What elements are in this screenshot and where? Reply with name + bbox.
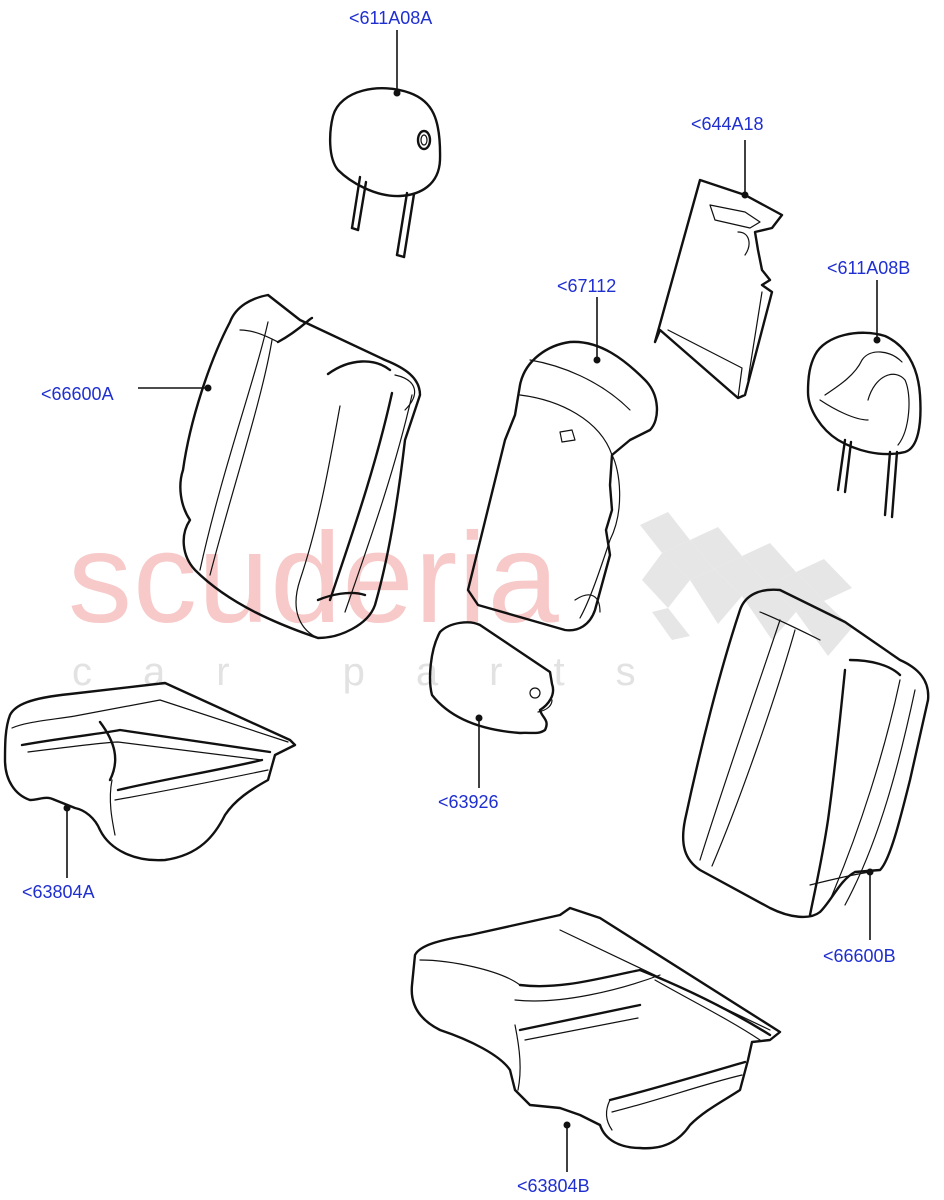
panel-drawing (653, 178, 784, 400)
headrest-b-drawing (806, 331, 922, 519)
armrest-top-drawing (466, 340, 659, 632)
part-label-armrest-pad[interactable]: <63926 (438, 792, 499, 812)
watermark-brand: scuderia (68, 507, 560, 650)
part-label-headrest-a[interactable]: <611A08A (349, 8, 433, 28)
part-label-panel[interactable]: <644A18 (691, 114, 764, 134)
part-label-cushion-a[interactable]: <63804A (22, 882, 95, 902)
part-label-cushion-b[interactable]: <63804B (517, 1176, 590, 1196)
watermark-tagline: car parts (72, 650, 687, 694)
part-label-armrest-top[interactable]: <67112 (557, 276, 617, 296)
part-label-headrest-b[interactable]: <611A08B (827, 258, 911, 278)
headrest-a-drawing (328, 87, 442, 259)
armrest-pad-drawing (428, 621, 555, 735)
cushion-b-drawing (410, 906, 782, 1150)
part-label-backrest-b[interactable]: <66600B (823, 946, 896, 966)
backrest-a-drawing (179, 293, 422, 640)
part-label-backrest-a[interactable]: <66600A (41, 384, 114, 404)
cushion-a-drawing (3, 681, 297, 862)
backrest-b-drawing (681, 588, 930, 919)
leader-lines (63, 30, 881, 1172)
watermark-flag (640, 512, 852, 656)
